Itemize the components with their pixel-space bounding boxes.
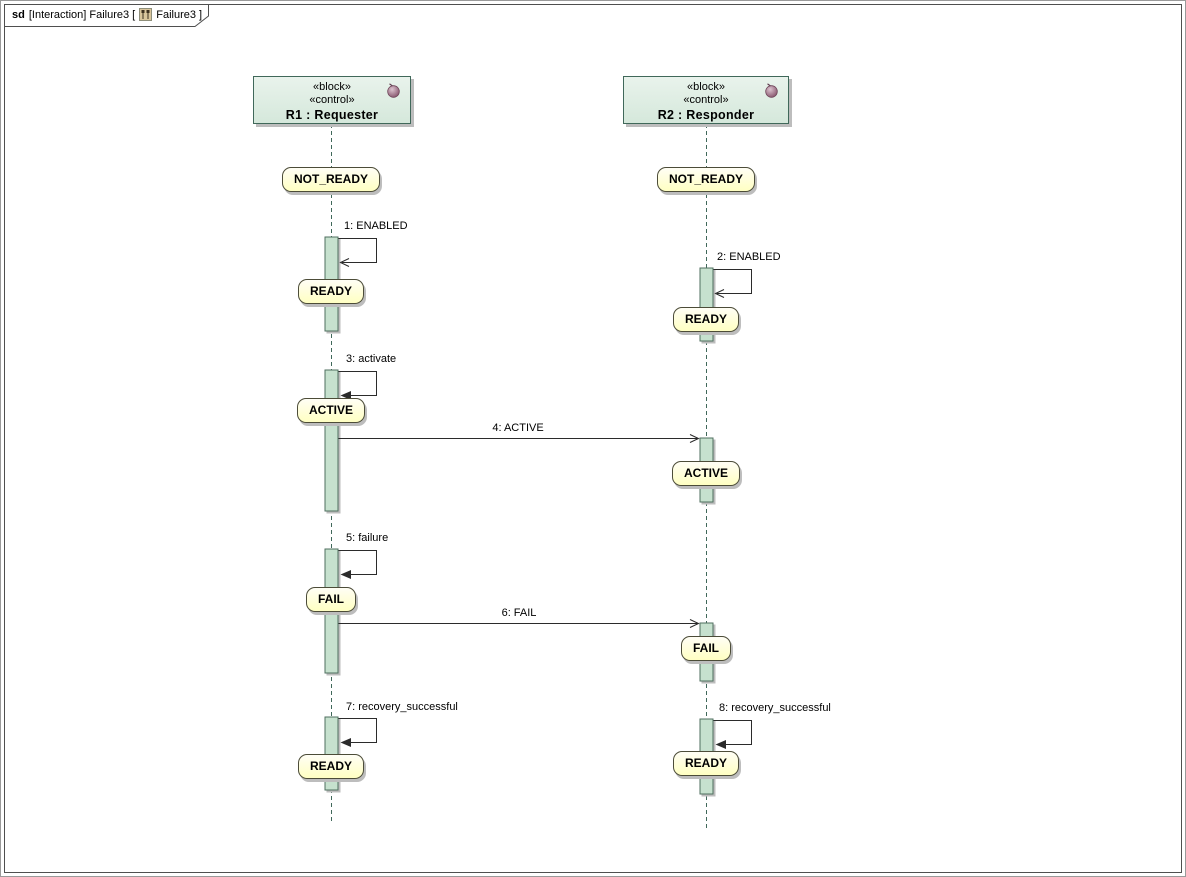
state-label-r1-not-ready[interactable]: NOT_READY xyxy=(281,167,381,192)
stereotype-label: «control» xyxy=(683,94,729,106)
lifeline-name: R2 : Responder xyxy=(657,108,755,122)
control-ball-icon xyxy=(765,83,778,98)
lifeline-head-r1[interactable]: «block» «control» R1 : Requester xyxy=(253,76,411,124)
state-label-r2-not-ready[interactable]: NOT_READY xyxy=(656,167,756,192)
message-3-self-arrow[interactable] xyxy=(338,371,377,401)
message-6-arrow[interactable] xyxy=(338,619,700,628)
frame-tab-name-label: Failure3 ] xyxy=(156,8,203,21)
stereotype-label: «block» xyxy=(313,81,351,93)
state-label-r1-ready-2[interactable]: READY xyxy=(297,754,365,779)
message-4-arrow[interactable] xyxy=(338,434,700,443)
message-4-label[interactable]: 4: ACTIVE xyxy=(492,422,544,434)
message-6-label[interactable]: 6: FAIL xyxy=(501,607,537,619)
frame-kind-label: sd xyxy=(12,8,25,21)
control-ball-icon xyxy=(387,83,400,98)
state-label-r1-fail[interactable]: FAIL xyxy=(306,587,356,612)
message-7-label[interactable]: 7: recovery_successful xyxy=(346,701,458,713)
state-label-r1-active[interactable]: ACTIVE xyxy=(296,398,366,423)
state-label-r2-ready-1[interactable]: READY xyxy=(672,307,740,332)
diagram-title-tab[interactable]: sd [Interaction] Failure3 [ Failure3 ] xyxy=(4,4,210,28)
message-5-self-arrow[interactable] xyxy=(338,550,377,580)
message-5-label[interactable]: 5: failure xyxy=(346,532,389,544)
message-2-label[interactable]: 2: ENABLED xyxy=(717,251,781,263)
message-8-label[interactable]: 8: recovery_successful xyxy=(719,702,831,714)
state-label-r2-fail[interactable]: FAIL xyxy=(681,636,731,661)
stereotype-label: «control» xyxy=(309,94,355,106)
diagram-frame xyxy=(4,4,1182,873)
lifeline-head-r2[interactable]: «block» «control» R2 : Responder xyxy=(623,76,789,124)
state-label-r2-active[interactable]: ACTIVE xyxy=(671,461,741,486)
message-1-self-arrow[interactable] xyxy=(338,238,377,267)
lifeline-name: R1 : Requester xyxy=(285,108,379,122)
message-3-label[interactable]: 3: activate xyxy=(346,353,397,365)
activation-r1-2[interactable] xyxy=(324,369,339,512)
pentagon-shape xyxy=(4,4,209,27)
message-1-label[interactable]: 1: ENABLED xyxy=(344,220,408,232)
state-label-r2-ready-2[interactable]: READY xyxy=(672,751,740,776)
frame-title-label: [Interaction] Failure3 [ xyxy=(28,8,136,21)
message-2-self-arrow[interactable] xyxy=(713,269,752,298)
message-8-self-arrow[interactable] xyxy=(713,720,752,750)
interaction-diagram-icon xyxy=(139,8,153,21)
stereotype-label: «block» xyxy=(687,81,725,93)
message-7-self-arrow[interactable] xyxy=(338,718,377,748)
state-label-r1-ready-1[interactable]: READY xyxy=(297,279,365,304)
